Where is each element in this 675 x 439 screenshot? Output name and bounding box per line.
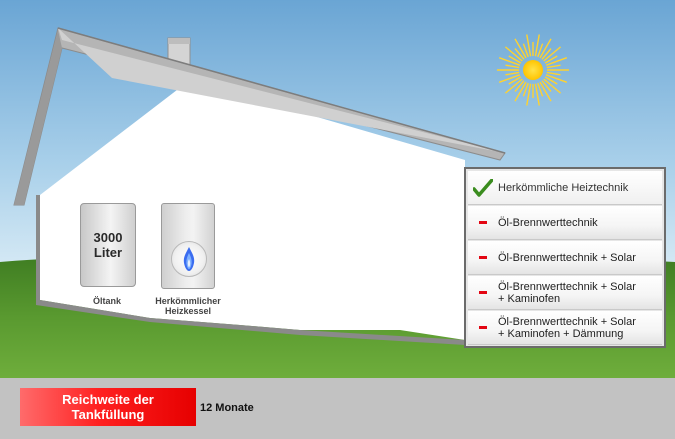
option-label-line2: + Kaminofen + Dämmung bbox=[498, 327, 624, 340]
option-label-line1: Öl-Brennwerttechnik + Solar bbox=[498, 315, 636, 328]
option-label: Öl-Brennwerttechnik + Solar + Kaminofen bbox=[498, 281, 662, 305]
option-label-line1: Öl-Brennwerttechnik + Solar bbox=[498, 280, 636, 293]
oil-tank: 3000 Liter bbox=[80, 203, 136, 287]
tank-volume: 3000 bbox=[93, 230, 123, 245]
option-oil-condensing-solar[interactable]: Öl-Brennwerttechnik + Solar bbox=[468, 241, 662, 275]
minus-icon bbox=[468, 326, 498, 329]
option-label-line2: + Kaminofen bbox=[498, 292, 561, 305]
check-icon bbox=[468, 178, 498, 197]
tank-unit: Liter bbox=[93, 245, 123, 260]
range-label-line1: Reichweite der bbox=[62, 392, 154, 407]
option-label-line1: Herkömmliche Heiztechnik bbox=[498, 181, 629, 194]
house bbox=[13, 27, 506, 345]
tank-volume-label: 3000 Liter bbox=[81, 230, 135, 260]
sun-icon bbox=[497, 34, 569, 106]
burner-window bbox=[171, 241, 207, 277]
flame-icon bbox=[183, 247, 195, 271]
option-oil-condensing-solar-stove[interactable]: Öl-Brennwerttechnik + Solar + Kaminofen bbox=[468, 276, 662, 310]
tank-range-label: Reichweite der Tankfüllung bbox=[20, 388, 196, 426]
option-conventional-heating[interactable]: Herkömmliche Heiztechnik bbox=[468, 171, 662, 205]
option-label: Herkömmliche Heiztechnik bbox=[498, 182, 662, 194]
option-oil-condensing-solar-stove-insulation[interactable]: Öl-Brennwerttechnik + Solar + Kaminofen … bbox=[468, 311, 662, 345]
minus-icon bbox=[468, 291, 498, 294]
boiler-caption-line1: Herkömmlicher bbox=[155, 296, 221, 306]
option-oil-condensing[interactable]: Öl-Brennwerttechnik bbox=[468, 206, 662, 240]
option-label: Öl-Brennwerttechnik bbox=[498, 217, 662, 229]
option-label: Öl-Brennwerttechnik + Solar + Kaminofen … bbox=[498, 316, 662, 340]
option-label-line1: Öl-Brennwerttechnik + Solar bbox=[498, 251, 636, 264]
boiler-caption-line2: Heizkessel bbox=[164, 306, 212, 316]
tank-caption: Öltank bbox=[92, 296, 121, 306]
range-label-line2: Tankfüllung bbox=[71, 407, 145, 422]
boiler bbox=[161, 203, 215, 289]
heating-option-menu: Herkömmliche Heiztechnik Öl-Brennwerttec… bbox=[464, 167, 666, 348]
tank-range-value: 12 Monate bbox=[200, 402, 254, 414]
boiler-caption: Herkömmlicher Heizkessel bbox=[146, 296, 230, 316]
minus-icon bbox=[468, 221, 498, 224]
option-label: Öl-Brennwerttechnik + Solar bbox=[498, 252, 662, 264]
option-label-line1: Öl-Brennwerttechnik bbox=[498, 216, 598, 229]
minus-icon bbox=[468, 256, 498, 259]
